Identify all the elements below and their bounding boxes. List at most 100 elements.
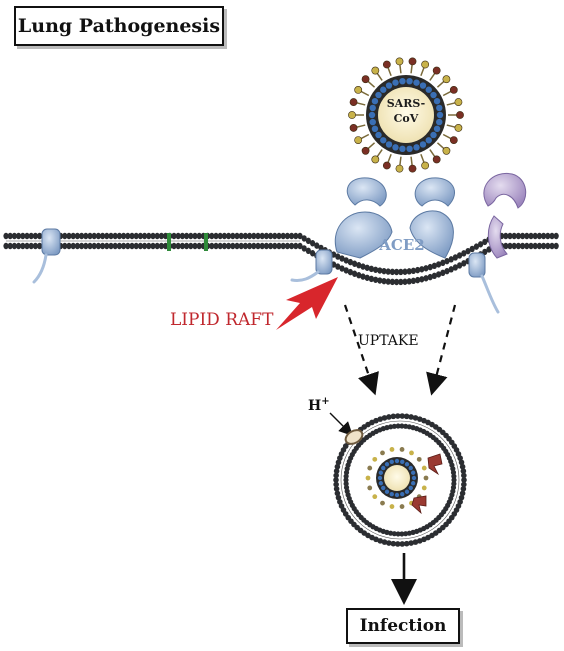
membrane-bead-outer bbox=[24, 232, 30, 240]
membrane-bead-inner bbox=[221, 242, 227, 250]
membrane-bead-outer bbox=[553, 232, 559, 240]
membrane-bead-outer bbox=[100, 232, 106, 240]
endo-spike bbox=[399, 447, 405, 452]
membrane-bead-outer bbox=[511, 232, 517, 240]
endosome-bead-outer bbox=[390, 413, 397, 420]
membrane-bead-inner bbox=[423, 275, 429, 282]
endosome-bead-inner bbox=[343, 481, 349, 487]
endo-spike bbox=[399, 504, 405, 509]
membrane-bead-outer bbox=[112, 232, 118, 240]
membrane-bead-inner bbox=[524, 242, 530, 250]
membrane-bead-outer bbox=[478, 241, 484, 248]
membrane-bead-inner bbox=[272, 242, 278, 250]
virus-envelope-protein bbox=[433, 97, 441, 105]
virus-spike-head bbox=[408, 164, 417, 173]
endosome-bead-outer bbox=[381, 415, 388, 421]
membrane-bead-inner bbox=[360, 273, 366, 280]
virus-envelope-protein bbox=[436, 104, 443, 112]
membrane-bead-inner bbox=[410, 277, 416, 285]
endo-virus-protein bbox=[389, 459, 394, 465]
virus-envelope-protein bbox=[392, 79, 399, 86]
membrane-bead-outer bbox=[389, 268, 395, 276]
membrane-bead-inner bbox=[297, 242, 303, 250]
membrane-bead-inner bbox=[108, 242, 114, 250]
membrane-bead-inner bbox=[255, 242, 261, 250]
endosome-bead-outer bbox=[403, 413, 410, 420]
endo-spike bbox=[421, 485, 427, 491]
membrane-bead-outer bbox=[465, 247, 471, 255]
virus-envelope-protein bbox=[413, 79, 420, 86]
membrane-bead-inner bbox=[427, 273, 433, 281]
endosome-bead-inner bbox=[399, 423, 405, 429]
membrane-bead-inner bbox=[129, 242, 135, 250]
ace2-receptor-left bbox=[334, 177, 393, 259]
membrane-bead-outer bbox=[431, 262, 437, 270]
membrane-bead-outer bbox=[310, 240, 316, 247]
membrane-bead-inner bbox=[11, 242, 17, 250]
virus-envelope-protein bbox=[436, 118, 443, 126]
endo-virus-protein bbox=[408, 485, 413, 491]
membrane-bead-outer bbox=[70, 232, 76, 240]
virus-envelope-protein bbox=[406, 77, 413, 85]
virus-envelope-protein bbox=[406, 145, 413, 153]
virus-envelope-protein bbox=[368, 111, 376, 119]
membrane-bead-outer bbox=[419, 266, 425, 273]
virus-spike-head bbox=[442, 75, 451, 84]
endosome-bead-outer bbox=[421, 536, 427, 543]
virus-envelope-protein bbox=[413, 144, 420, 151]
endosome-bead-inner bbox=[395, 531, 401, 537]
endosome-bead-outer bbox=[394, 413, 401, 419]
virus-spike-head bbox=[361, 146, 370, 155]
membrane-bead-outer bbox=[406, 268, 412, 275]
virus-spike-head bbox=[395, 164, 404, 173]
membrane-bead-outer bbox=[503, 232, 509, 240]
endosome-bead-inner bbox=[343, 484, 350, 491]
membrane-bead-outer bbox=[213, 232, 219, 240]
uptake-arrow-right bbox=[426, 304, 457, 396]
endosome-bead-outer bbox=[461, 481, 467, 488]
endo-virus-protein bbox=[384, 462, 390, 467]
membrane-bead-inner bbox=[520, 242, 526, 250]
membrane-bead-outer bbox=[284, 232, 290, 240]
membrane-bead-inner bbox=[66, 242, 72, 250]
endosome-bead-outer bbox=[458, 459, 465, 466]
membrane-bead-inner bbox=[293, 242, 299, 250]
membrane-bead-outer bbox=[188, 232, 194, 240]
membrane-bead-outer bbox=[524, 232, 530, 240]
endo-virus-protein bbox=[389, 491, 394, 497]
membrane-bead-outer bbox=[276, 232, 282, 240]
virus-envelope-protein bbox=[392, 144, 399, 151]
endosome-bead-outer bbox=[459, 490, 466, 497]
membrane-bead-outer bbox=[146, 232, 152, 240]
membrane-bead-outer bbox=[158, 232, 164, 240]
membrane-bead-inner bbox=[503, 242, 509, 250]
membrane-bead-outer bbox=[368, 265, 374, 273]
membrane-bead-inner bbox=[175, 242, 181, 250]
membrane-bead-outer bbox=[230, 232, 236, 240]
membrane-bead-outer bbox=[423, 265, 429, 272]
virus-spike-head bbox=[382, 161, 391, 170]
membrane-bead-inner bbox=[116, 242, 122, 250]
membrane-bead-outer bbox=[545, 232, 551, 240]
endo-virus-protein bbox=[378, 470, 384, 475]
membrane-bead-inner bbox=[402, 278, 408, 285]
membrane-bead-inner bbox=[251, 242, 257, 250]
membrane-bead-inner bbox=[259, 242, 265, 250]
endo-virus-protein bbox=[410, 470, 416, 475]
membrane-bead-outer bbox=[116, 232, 122, 240]
virus-spike-head bbox=[449, 86, 458, 94]
membrane-bead-outer bbox=[217, 232, 223, 240]
endosome-bead-outer bbox=[377, 416, 384, 422]
endo-spike bbox=[421, 465, 427, 471]
membrane-bead-inner bbox=[356, 272, 362, 279]
endosome-bead-inner bbox=[451, 473, 457, 479]
endo-spike bbox=[380, 500, 385, 506]
membrane-bead-inner bbox=[142, 242, 148, 250]
membrane-bead-inner bbox=[3, 242, 9, 250]
membrane-bead-inner bbox=[301, 245, 307, 252]
membrane-bead-inner bbox=[452, 264, 458, 271]
membrane-bead-inner bbox=[276, 242, 282, 250]
endo-spike bbox=[380, 450, 385, 456]
membrane-bead-outer bbox=[272, 232, 278, 240]
membrane-bead-outer bbox=[532, 232, 538, 240]
